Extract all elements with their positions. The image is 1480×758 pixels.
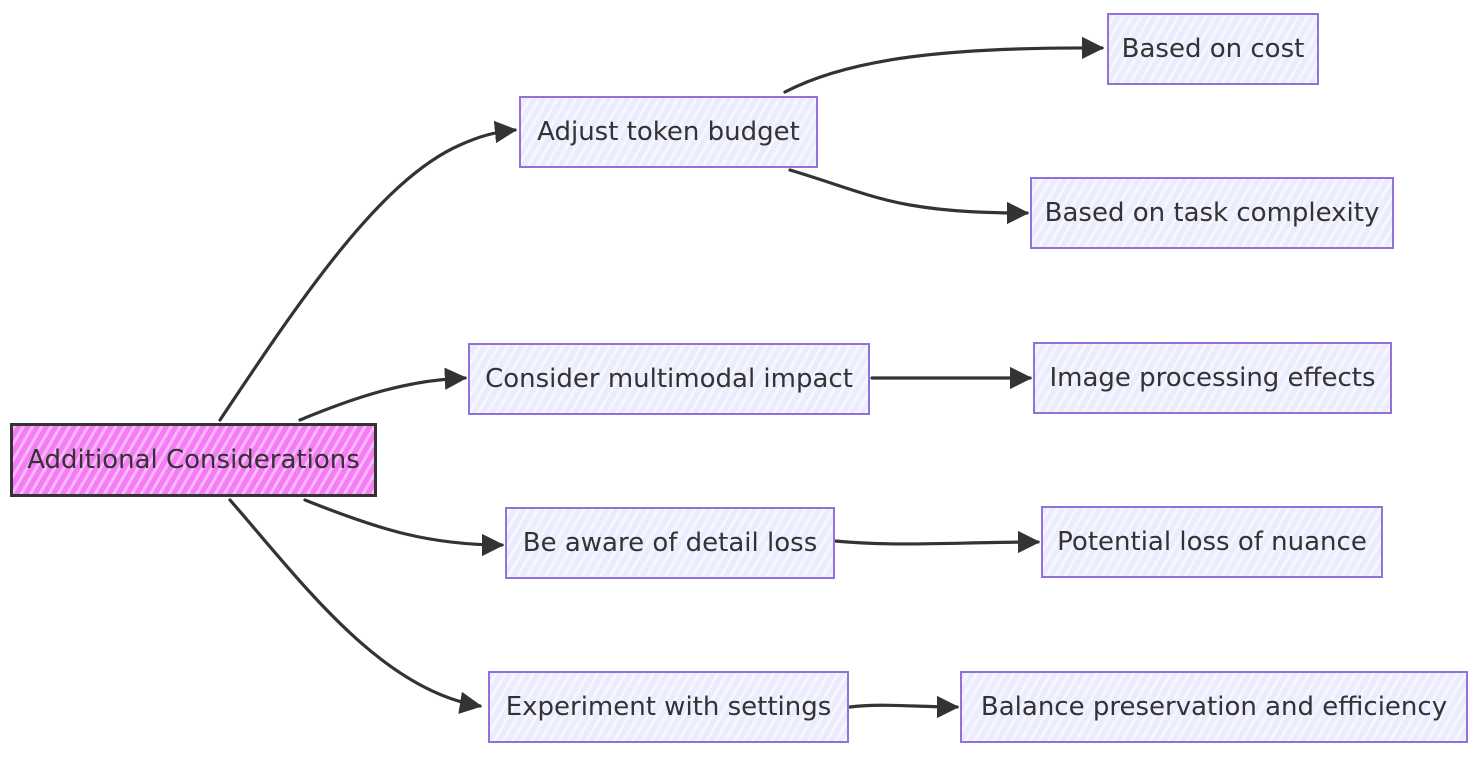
- node-based-on-task-complexity[interactable]: Based on task complexity: [1030, 177, 1396, 253]
- node-label: Adjust token budget: [537, 117, 800, 147]
- node-adjust-token-budget[interactable]: Adjust token budget: [519, 96, 820, 172]
- node-label: Balance preservation and efficiency: [980, 692, 1448, 722]
- edge-experiment-with-settings-to-balance-preservation: [848, 695, 960, 719]
- node-label: Experiment with settings: [505, 692, 832, 722]
- edge-root-to-experiment-with-settings: [228, 498, 483, 714]
- node-label: Based on cost: [1121, 34, 1305, 64]
- edge-adjust-token-budget-to-based-on-cost: [783, 36, 1105, 94]
- node-label: Image processing effects: [1049, 363, 1376, 393]
- node-based-on-cost[interactable]: Based on cost: [1107, 13, 1321, 89]
- node-label: Consider multimodal impact: [485, 364, 853, 394]
- node-label: Potential loss of nuance: [1057, 527, 1367, 557]
- edge-root-to-consider-multimodal-impact: [298, 367, 468, 422]
- node-label: Be aware of detail loss: [522, 528, 818, 558]
- node-label: Based on task complexity: [1044, 198, 1380, 228]
- edge-root-to-be-aware-of-detail-loss: [303, 498, 505, 557]
- node-experiment-with-settings[interactable]: Experiment with settings: [488, 671, 851, 747]
- root-node-label: Additional Considerations: [27, 445, 360, 475]
- node-potential-loss-of-nuance[interactable]: Potential loss of nuance: [1041, 506, 1385, 582]
- edge-adjust-token-budget-to-based-on-task-complexity: [788, 168, 1030, 225]
- node-consider-multimodal-impact[interactable]: Consider multimodal impact: [468, 343, 872, 419]
- edge-be-aware-of-detail-loss-to-potential-loss-of-nuance: [833, 530, 1041, 554]
- edge-root-to-adjust-token-budget: [218, 120, 518, 422]
- node-image-processing-effects[interactable]: Image processing effects: [1033, 342, 1394, 418]
- node-be-aware-of-detail-loss[interactable]: Be aware of detail loss: [505, 507, 837, 583]
- root-node[interactable]: Additional Considerations: [10, 423, 378, 500]
- node-balance-preservation-and-efficiency[interactable]: Balance preservation and efficiency: [960, 671, 1470, 747]
